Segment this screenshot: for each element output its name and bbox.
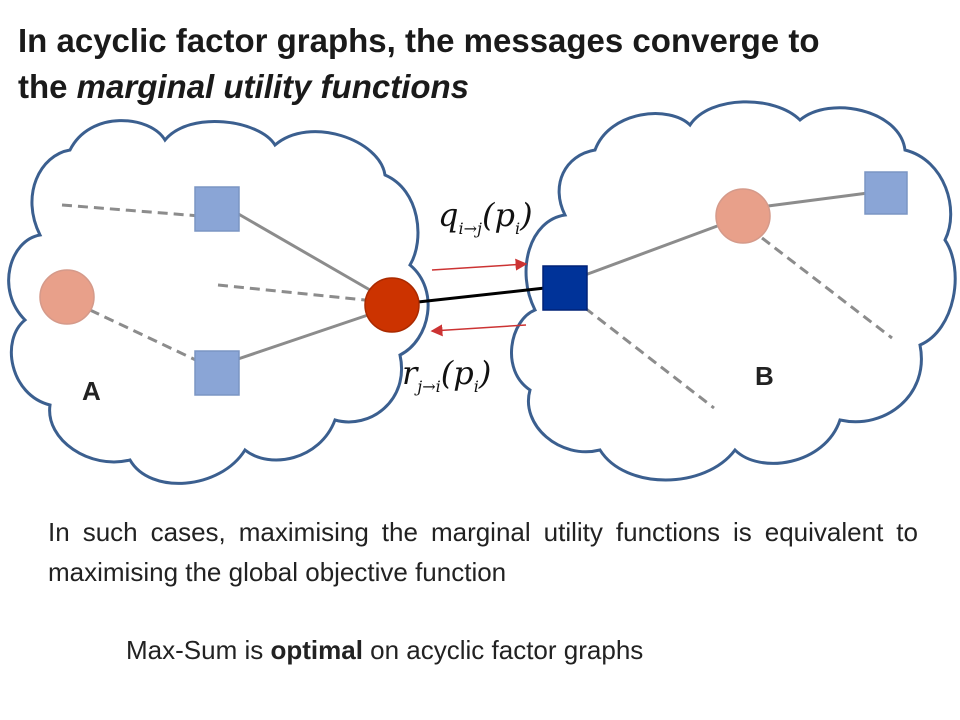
factor-node-a-top	[194, 186, 240, 232]
factor-node-b	[864, 171, 908, 215]
edge-a-var-to-factor-bottom	[89, 308, 201, 364]
edge-a-dashed-middle	[217, 283, 366, 302]
message-q-label: qi→j(pi)	[438, 196, 533, 238]
message-r-label: rj→i(pi)	[402, 354, 491, 396]
arrow-q-message	[431, 258, 528, 271]
edge-j-to-var-b	[584, 223, 721, 277]
edge-a-dashed-top	[61, 203, 201, 218]
edge-a-factor-top-to-i	[234, 210, 371, 292]
cloud-a-label: A	[82, 376, 101, 406]
title-emphasis: marginal utility functions	[76, 68, 470, 105]
title-line-2-prefix: the	[18, 68, 77, 105]
variable-node-i	[364, 277, 420, 333]
edge-var-b-dashed	[761, 236, 893, 340]
edge-var-b-to-factor-b	[767, 191, 869, 208]
factor-node-j	[542, 265, 588, 311]
conclusion-prefix: Max-Sum is	[126, 635, 271, 665]
variable-node-a	[39, 269, 95, 325]
conclusion-statement: Max-Sum is optimal on acyclic factor gra…	[126, 630, 643, 670]
edge-i-to-j	[417, 286, 546, 304]
slide-title: In acyclic factor graphs, the messages c…	[18, 18, 948, 110]
arrow-r-message	[430, 324, 527, 337]
cloud-a	[7, 119, 430, 485]
conclusion-suffix: on acyclic factor graphs	[362, 635, 644, 665]
conclusion-emphasis: optimal	[270, 635, 363, 665]
title-line-1: In acyclic factor graphs, the messages c…	[18, 22, 820, 59]
edge-a-factor-bottom-to-i	[234, 313, 369, 362]
cloud-b-label: B	[755, 361, 774, 391]
factor-node-a-bottom	[194, 350, 240, 396]
edge-j-dashed	[584, 306, 715, 410]
explanation-paragraph: In such cases, maximising the marginal u…	[48, 517, 918, 587]
variable-node-b	[715, 188, 771, 244]
